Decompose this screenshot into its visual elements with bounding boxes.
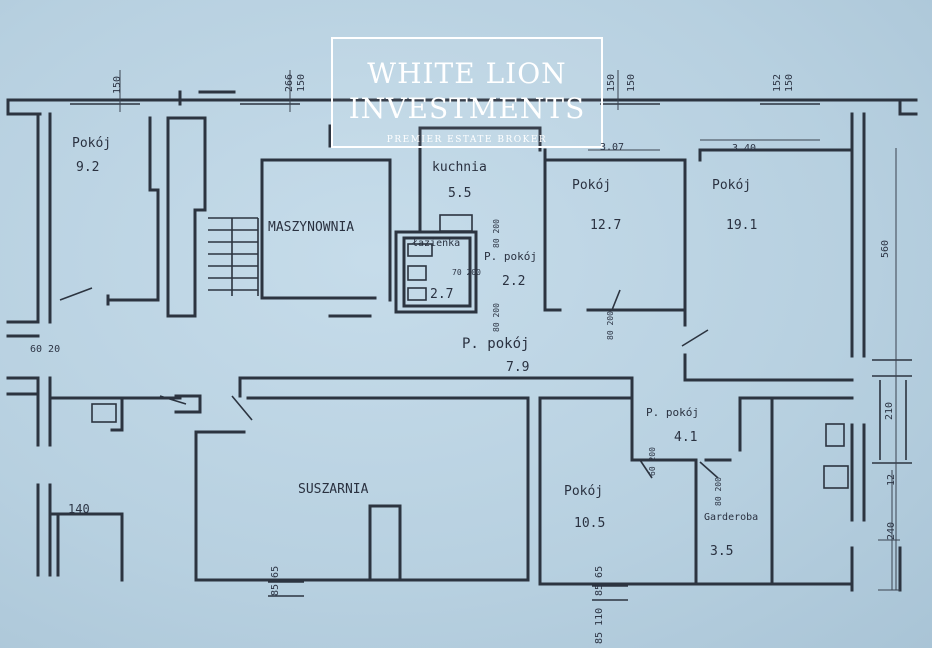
dim-85-65-a: 85 65 (270, 565, 281, 596)
room-kuchnia-area: 5.5 (448, 186, 472, 201)
dim-560: 560 (880, 239, 891, 258)
room-maszynownia-name: MASZYNOWNIA (268, 220, 355, 235)
dim-80-200-a: 80 200 (492, 219, 501, 248)
dim-80-200-c: 80 200 (606, 311, 615, 340)
stove-fixture (439, 214, 473, 232)
dim-60-20: 60 20 (30, 344, 61, 355)
wall-garderoba (694, 396, 774, 586)
wall-lower-left (48, 396, 182, 582)
window-suszarnia (268, 581, 304, 597)
dim-150-a: 150 (112, 75, 123, 94)
room-p-pokoj-lower-area: 4.1 (674, 430, 698, 445)
dim-150-d: 150 (626, 73, 637, 92)
outer-wall-left (36, 112, 52, 324)
dim-266: 266 (284, 73, 295, 92)
bathtub-fixture (407, 243, 433, 257)
room-lazienka-area: 2.7 (430, 287, 454, 302)
room-p-pokoj-hall-name: P. pokój (462, 336, 530, 352)
window-bottom (592, 585, 628, 601)
wall-pokoj-right (683, 148, 854, 382)
dim-60-200: 60 200 (648, 447, 657, 476)
wall-pokoj-left (106, 116, 160, 306)
wall-right-lower (770, 396, 854, 586)
door-swings (59, 287, 719, 479)
dimension-lines (119, 70, 900, 591)
wall-kuchnia (178, 90, 542, 234)
wall-lazienka (394, 230, 478, 314)
logo-line2: INVESTMENTS (348, 92, 586, 125)
sink-fixture (407, 287, 427, 301)
dim-210: 210 (884, 401, 895, 420)
dim-307: 3.07 (600, 142, 625, 153)
dim-150-b: 150 (296, 73, 307, 92)
room-pokoj-mid-name: Pokój (572, 178, 612, 193)
dim-80-200-d: 80 200 (714, 477, 723, 506)
window-right (872, 359, 912, 464)
room-p-pokoj-small-area: 2.2 (502, 274, 526, 289)
dim-80-200-b: 80 200 (492, 303, 501, 332)
outer-wall-top (6, 98, 918, 116)
room-pokoj-left-area: 9.2 (76, 160, 100, 175)
wall-left-lower (36, 376, 52, 577)
white-lion-logo: WHITE LION INVESTMENTS PREMIER ESTATE BR… (331, 37, 603, 148)
room-pokoj-right-area: 19.1 (726, 218, 758, 233)
room-garderoba-area: 3.5 (710, 544, 734, 559)
wall-pokoj-lower (538, 396, 732, 586)
wall-stair (166, 116, 207, 318)
dim-12: 12 (886, 473, 897, 486)
toilet-fixture (407, 265, 427, 281)
room-kuchnia-name: kuchnia (432, 160, 487, 175)
room-pokoj-right-name: Pokój (712, 178, 752, 193)
room-suszarnia-name: SUSZARNIA (298, 482, 369, 497)
room-pokoj-left-name: Pokój (72, 136, 112, 151)
dim-150-c: 150 (606, 73, 617, 92)
room-lazienka-name: łazienka (412, 238, 461, 249)
dim-70-200: 70 200 (452, 268, 481, 277)
outer-wall-right (850, 112, 902, 592)
dim-85-110: 85 110 (594, 607, 605, 644)
room-garderoba-name: Garderoba (704, 512, 759, 523)
dim-85-65-b: 85 65 (594, 565, 605, 596)
wall-corridor (6, 320, 634, 414)
room-pokoj-mid-area: 12.7 (590, 218, 622, 233)
dim-240: 240 (886, 521, 897, 540)
dim-150-e: 150 (784, 73, 795, 92)
sink-right-fixture (825, 423, 845, 447)
room-p-pokoj-lower-name: P. pokój (646, 406, 699, 419)
room-p-pokoj-small-name: P. pokój (484, 250, 537, 263)
room-p-pokoj-hall-area: 7.9 (506, 360, 530, 375)
stair-steps (208, 217, 259, 296)
logo-tagline: PREMIER ESTATE BROKER (386, 135, 548, 145)
wall-maszynownia (260, 158, 392, 318)
wall-suszarnia (194, 396, 530, 582)
room-pokoj-lower-area: 10.5 (574, 516, 606, 531)
room-pokoj-lower-name: Pokój (564, 484, 604, 499)
dim-152: 152 (772, 73, 783, 92)
logo-line1: WHITE LION (367, 57, 567, 90)
dim-340: 3.40 (732, 143, 757, 154)
cooktop-right-fixture (823, 465, 849, 489)
cooktop-left-fixture (91, 403, 117, 423)
dim-140: 140 (68, 502, 90, 516)
